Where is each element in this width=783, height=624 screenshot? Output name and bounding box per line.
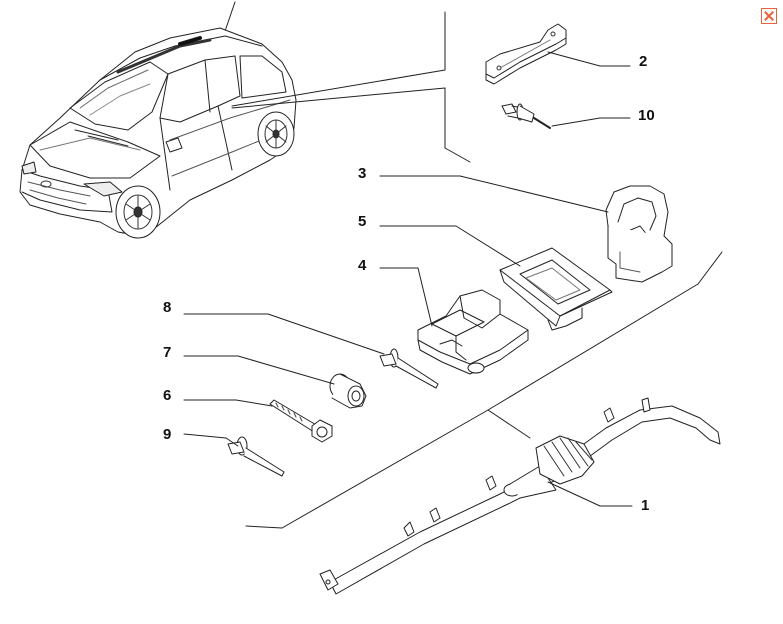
callout-6: 6 — [163, 387, 172, 404]
callout-7: 7 — [163, 344, 172, 361]
panel-outline — [246, 252, 722, 528]
part-7-grommet — [184, 356, 366, 408]
callout-3: 3 — [358, 165, 367, 182]
callout-8: 8 — [163, 299, 172, 316]
part-10-rivet — [502, 104, 630, 128]
close-icon[interactable] — [761, 8, 777, 24]
car-illustration — [20, 2, 445, 238]
callout-1: 1 — [641, 497, 650, 514]
part-8-pin — [184, 314, 438, 388]
callout-4: 4 — [358, 257, 367, 274]
part-6-bolt — [184, 400, 332, 442]
part-1-harness — [320, 398, 720, 594]
callout-9: 9 — [163, 426, 172, 443]
callout-10: 10 — [638, 107, 655, 124]
part-5-tray — [380, 226, 612, 330]
part-9-pin — [184, 434, 284, 476]
inset-bracket — [445, 12, 470, 162]
part-4-connector — [380, 268, 528, 374]
part-2-bracket — [486, 24, 630, 84]
part-3-clamp — [380, 176, 672, 282]
callout-2: 2 — [639, 53, 648, 70]
callout-5: 5 — [358, 213, 367, 230]
